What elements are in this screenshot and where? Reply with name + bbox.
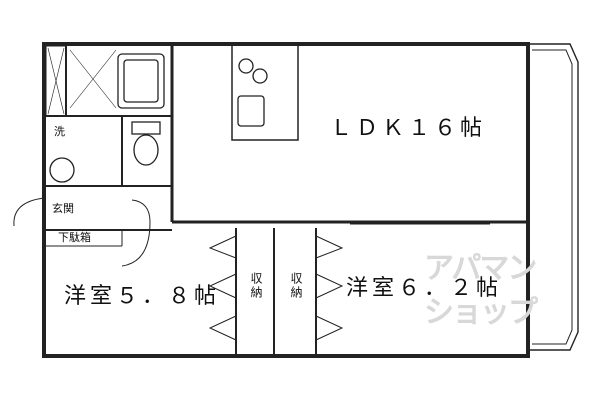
closet-b-label: 収納 — [289, 272, 303, 300]
toilet — [133, 134, 159, 166]
washroom-label: 洗 — [54, 125, 65, 138]
room-ldk-label: ＬＤＫ１６帖 — [330, 116, 487, 141]
washbasin — [49, 157, 75, 183]
room-western-a-label: 洋室５．８帖 — [64, 284, 221, 309]
watermark-line2: ショップ — [424, 295, 538, 330]
watermark-line1: アパマン — [424, 251, 537, 286]
kitchen-counter — [231, 43, 299, 141]
closet-a-label: 収納 — [249, 272, 263, 300]
balcony — [528, 43, 579, 351]
shoe-cabinet-label: 下駄箱 — [58, 231, 91, 244]
entrance-door — [13, 197, 45, 227]
entrance-label: 玄関 — [52, 202, 74, 215]
room-western-b-label: 洋室６．２帖 — [346, 276, 503, 301]
